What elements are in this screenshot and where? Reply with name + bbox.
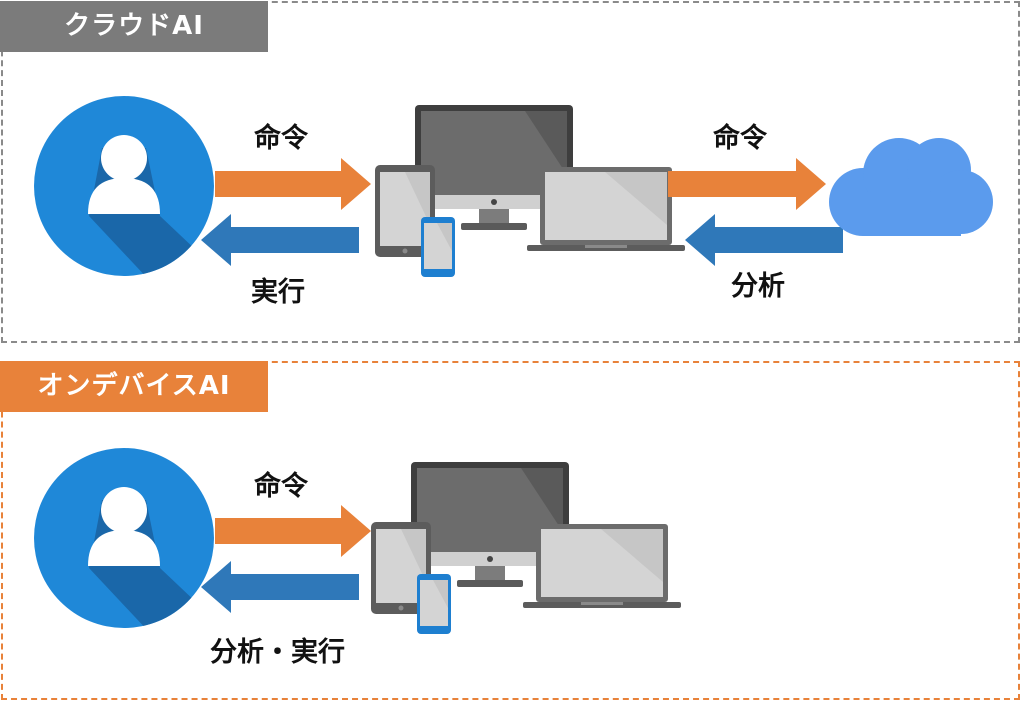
command-arrow-to-cloud bbox=[668, 158, 826, 210]
command-label-3: 命令 bbox=[254, 471, 308, 502]
response-arrow-to-user bbox=[201, 561, 359, 613]
analysis-label: 分析 bbox=[731, 271, 785, 302]
response-arrow-from-cloud bbox=[685, 214, 843, 266]
command-arrow-to-device bbox=[215, 158, 371, 210]
execute-label: 実行 bbox=[251, 277, 305, 308]
command-label-1: 命令 bbox=[254, 123, 308, 154]
devices-icon bbox=[371, 462, 681, 634]
cloud-ai-tab: クラウドAI bbox=[0, 1, 268, 52]
on-device-ai-tab: オンデバイスAI bbox=[0, 361, 268, 412]
analysis-execute-label: 分析・実行 bbox=[210, 637, 345, 668]
command-label-2: 命令 bbox=[713, 123, 767, 154]
user-icon bbox=[34, 448, 216, 630]
command-arrow-to-device bbox=[215, 505, 371, 557]
user-icon bbox=[34, 96, 216, 278]
response-arrow-to-user bbox=[201, 214, 359, 266]
cloud-ai-panel bbox=[1, 1, 1020, 343]
devices-icon bbox=[375, 105, 685, 277]
on-device-ai-panel bbox=[1, 361, 1020, 700]
cloud-icon bbox=[829, 138, 993, 236]
